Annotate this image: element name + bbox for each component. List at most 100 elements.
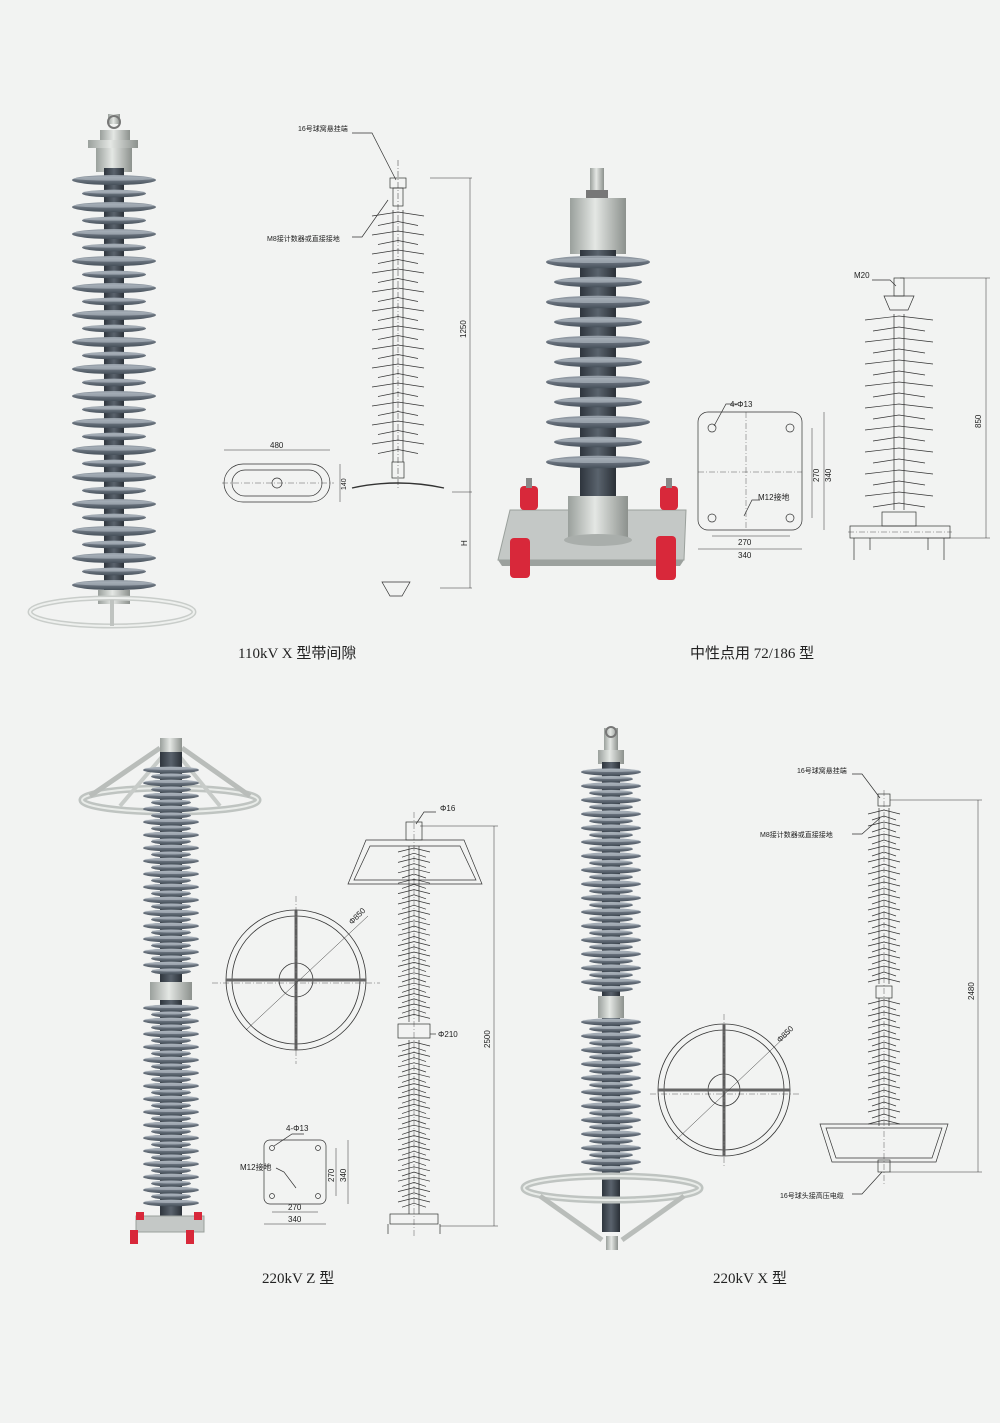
shed-outline [872,326,926,332]
shed-highlight [589,860,633,863]
shed-highlight [151,903,191,907]
shed-highlight [582,979,640,982]
shed-highlight [589,1054,633,1057]
shed-outline [397,982,431,988]
caption-neutral-72-186: 中性点用 72/186 型 [690,646,815,662]
shed-highlight [589,1124,633,1127]
shed-highlight [151,838,191,842]
shed-outline [867,857,901,863]
shed-outline [871,863,897,869]
shed-highlight [144,1083,198,1086]
dim-inner-height: 270 [327,1168,336,1182]
shed-outline [401,1161,427,1166]
shed-outline [371,230,425,236]
base-plan-neutral [697,403,825,550]
shed-highlight [555,278,641,283]
label-bolt: M20 [854,271,870,280]
shed-highlight [151,773,191,777]
shed-highlight [151,1167,191,1171]
shed-highlight [151,1076,191,1080]
shed-highlight [83,514,145,518]
shed-outline [371,382,425,388]
dim-height-2500: 2500 [483,1030,492,1048]
shed-highlight [151,877,191,881]
shed-outline [377,316,419,321]
shed-highlight [83,325,145,329]
label-holes: 4-Φ13 [730,400,753,409]
shed-outline [397,878,431,884]
shed-highlight [582,937,640,940]
shed-highlight [589,958,633,961]
shed-outline [864,337,934,343]
shed-highlight [151,890,191,894]
shed-highlight [83,379,145,383]
shed-outline [867,869,901,875]
shed-highlight [589,930,633,933]
shed-highlight [144,1148,198,1151]
dim-inner-width: 270 [288,1203,302,1212]
shed-highlight [582,797,640,800]
shed-outline [371,401,425,407]
shed-outline [864,381,934,387]
shed-highlight [589,902,633,905]
shed-outline [867,1011,901,1017]
shed-highlight [151,955,191,959]
shed-outline [397,941,431,946]
dim-outer-width: 340 [288,1215,302,1224]
shed-outline [401,1182,427,1187]
shed-highlight [73,581,155,586]
shed-outline [864,425,934,431]
shed-outline [872,458,926,464]
shed-outline [401,852,427,858]
shed-outline [377,221,419,226]
shed-outline [867,1095,901,1101]
shed-outline [872,392,926,398]
shed-outline [867,1083,901,1089]
shed-outline [401,1202,427,1208]
shed-highlight [555,318,641,323]
shed-outline [397,1104,431,1109]
shed-outline [867,977,901,983]
shed-highlight [144,1122,198,1125]
shed-highlight [73,311,155,316]
shed-outline [401,1171,427,1177]
shed-highlight [144,1174,198,1177]
shed-outline [867,905,901,911]
drawing-labels-220kv-z: Φ16 Φ850 Φ210 2500 4-Φ13 M12接地 270 340 2… [240,804,492,1224]
dim-height-2480: 2480 [967,982,976,1000]
shed-highlight [589,776,633,779]
shed-highlight [144,1031,198,1034]
label-ring-dia: Φ850 [775,1024,796,1045]
shed-highlight [582,811,640,814]
shed-highlight [582,1019,640,1022]
shed-outline [864,491,934,497]
shed-outline [871,959,897,965]
shed-outline [401,1008,427,1014]
shed-highlight [144,897,198,900]
shed-highlight [144,793,198,796]
shed-highlight [582,853,640,856]
base-plan-labels-neutral: 4-Φ13 M12接地 270 340 270 340 [730,400,833,560]
shed-outline [377,430,419,435]
shed-outline [401,925,427,931]
dim-inner-height: 270 [812,468,821,482]
shed-outline [864,403,934,409]
shed-highlight [151,864,191,868]
shed-outline [377,449,419,454]
shed-highlight [83,568,145,572]
shed-highlight [582,825,640,828]
shed-outline [871,887,897,893]
shed-outline [871,923,897,929]
caption-110kv-x: 110kV X 型带间隙 [238,646,357,662]
shed-outline [871,1089,897,1095]
shed-highlight [589,1082,633,1085]
shed-highlight [144,910,198,913]
shed-outline [867,893,901,899]
drawing-labels-neutral: M20 850 [854,271,983,428]
shed-outline [867,929,901,935]
shed-highlight [144,1135,198,1138]
shed-highlight [144,1044,198,1047]
shed-outline [397,1083,431,1088]
shed-outline [397,1197,431,1203]
